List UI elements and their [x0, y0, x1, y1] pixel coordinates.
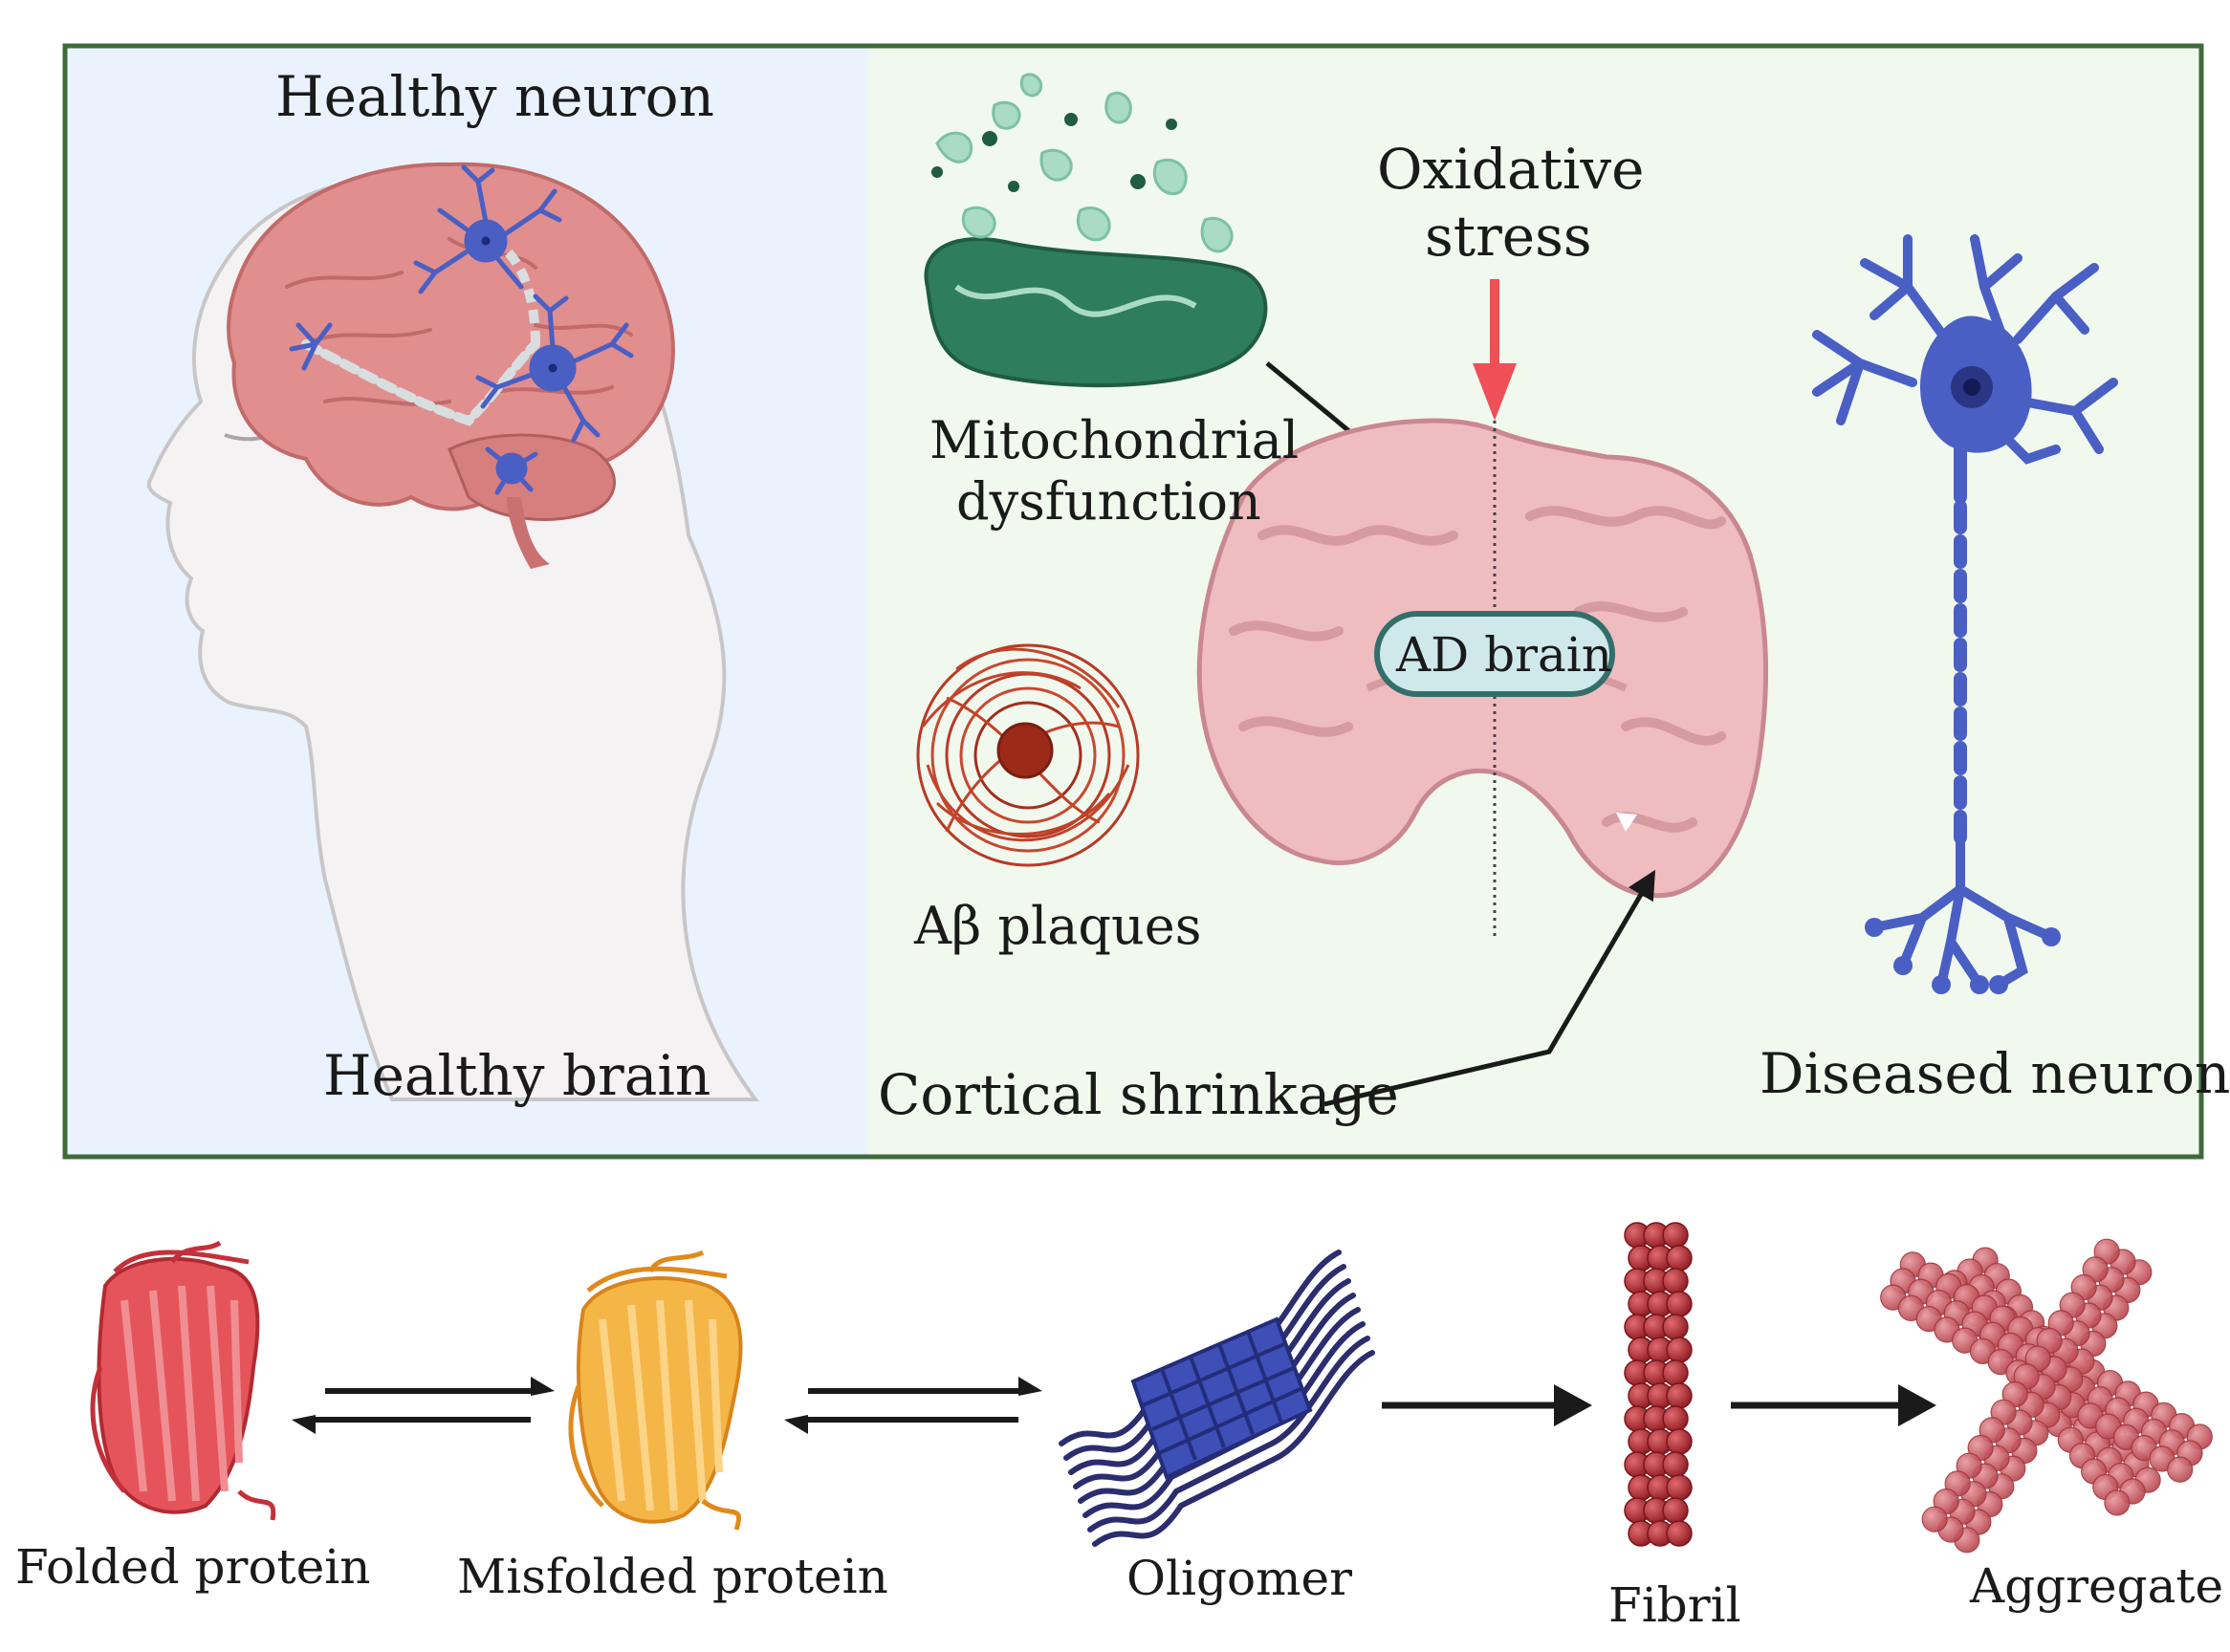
forward-arrow-2: [1731, 1384, 1936, 1426]
diseased-neuron-label: Diseased neuron: [1760, 1041, 2230, 1106]
plaques-label: Aβ plaques: [914, 896, 1202, 956]
cortical-shrinkage-arrow: [1323, 869, 1656, 1107]
fibril-icon: [1624, 1222, 1693, 1547]
aggregate-icon: [1880, 1238, 2213, 1554]
equilibrium-arrow-2: [784, 1377, 1042, 1434]
oxidative-label-line2: stress: [1425, 204, 1592, 269]
equilibrium-arrow-1: [292, 1377, 555, 1434]
panel-border: [62, 43, 2204, 1160]
mitochondrion-icon: [924, 73, 1268, 388]
stage-label-oligomer: Oligomer: [1126, 1551, 1352, 1606]
mitochondria-label-line2: dysfunction: [956, 471, 1261, 532]
healthy-brain-caption: Healthy brain: [323, 1043, 711, 1108]
mitochondria-label-line1: Mitochondrial: [929, 410, 1300, 470]
healthy-brain-icon: [226, 162, 675, 569]
neuron-icon: [1812, 234, 2118, 994]
healthy-neuron-title: Healthy neuron: [275, 64, 714, 129]
misfolded-protein-icon: [568, 1250, 743, 1531]
stage-label-folded: Folded protein: [15, 1539, 371, 1595]
oligomer-icon: [1059, 1250, 1375, 1547]
stage-label-misfolded: Misfolded protein: [457, 1549, 888, 1604]
forward-arrow-1: [1382, 1384, 1592, 1426]
stage-label-aggregate: Aggregate: [1970, 1558, 2224, 1614]
healthy-neuron-icon: [289, 164, 634, 495]
oxidative-label-line1: Oxidative: [1377, 137, 1645, 202]
ad-brain-label: AD brain: [1396, 627, 1613, 683]
ad-brain-pill: [1374, 611, 1615, 697]
stage-label-fibril: Fibril: [1608, 1577, 1741, 1633]
folded-protein-icon: [90, 1240, 276, 1521]
amyloid-plaque-icon: [916, 643, 1140, 867]
oxidative-stress-arrow: [1473, 279, 1517, 421]
cortical-shrinkage-label: Cortical shrinkage: [878, 1062, 1399, 1127]
